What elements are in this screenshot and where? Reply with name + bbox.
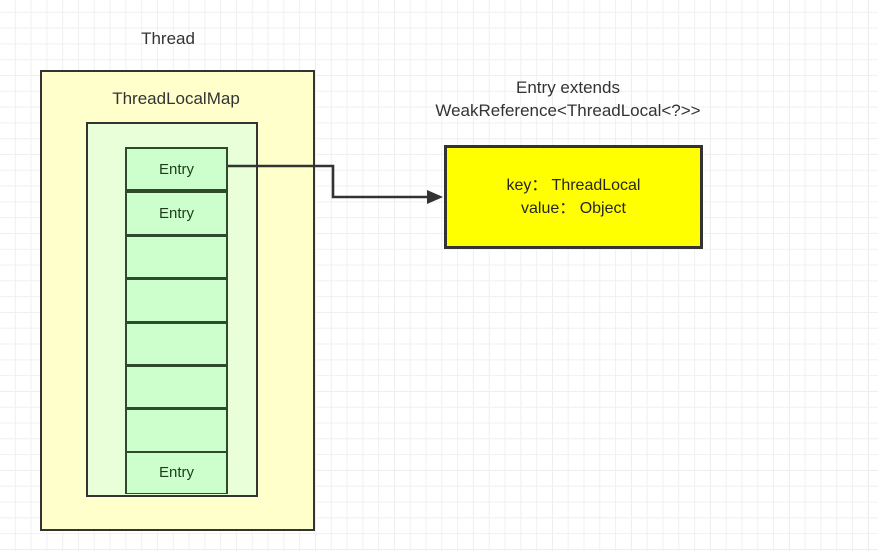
threadlocalmap-title: ThreadLocalMap	[112, 89, 240, 108]
thread-title: Thread	[141, 29, 195, 48]
entry-key-line: key： ThreadLocal	[506, 177, 641, 194]
entry-table: Entry Entry Entry	[125, 147, 228, 494]
arrowhead-icon	[427, 190, 443, 204]
entry-cell[interactable]	[125, 321, 228, 365]
entry-class-header-line2: WeakReference<ThreadLocal<?>>	[435, 101, 701, 120]
entry-cell[interactable]: Entry	[125, 451, 228, 494]
entry-cell[interactable]: Entry	[125, 191, 228, 235]
entry-class-header-line1: Entry extends	[516, 78, 620, 97]
entry-detail-box: key： ThreadLocal value： Object	[444, 145, 703, 249]
entry-cell[interactable]	[125, 364, 228, 409]
entry-cell[interactable]	[125, 234, 228, 279]
entry-cell[interactable]	[125, 408, 228, 452]
entry-cell[interactable]	[125, 278, 228, 322]
entry-cell[interactable]: Entry	[125, 147, 228, 192]
entry-value-line: value： Object	[521, 200, 626, 217]
entry-class-header: Entry extends WeakReference<ThreadLocal<…	[398, 76, 738, 122]
